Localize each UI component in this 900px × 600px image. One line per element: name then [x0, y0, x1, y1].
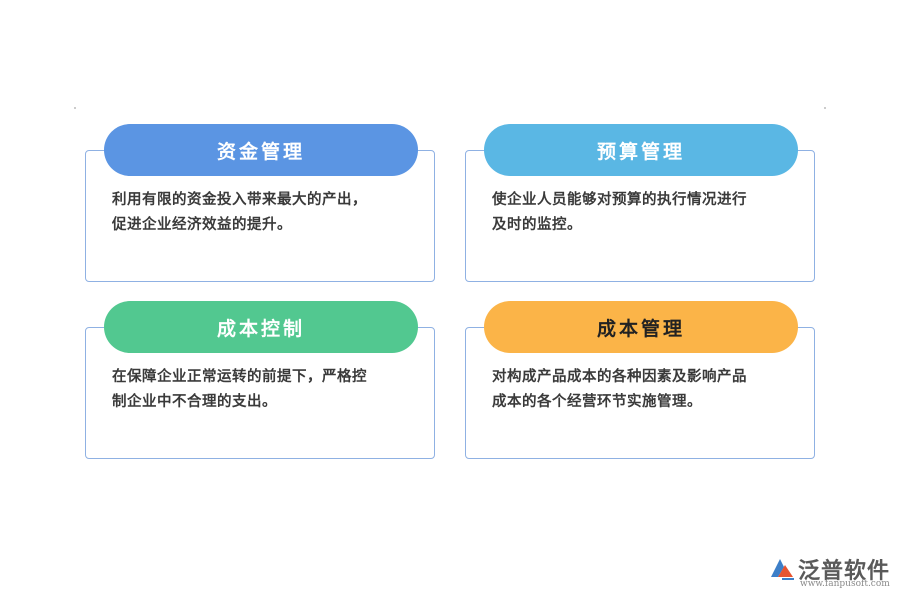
card-desc-cost-management: 对构成产品成本的各种因素及影响产品 成本的各个经营环节实施管理。: [492, 365, 792, 415]
desc-line: 成本的各个经营环节实施管理。: [492, 394, 702, 410]
card-desc-cost-control: 在保障企业正常运转的前提下，严格控 制企业中不合理的支出。: [112, 365, 412, 415]
card-title-cost-management: 成本管理: [484, 301, 798, 353]
desc-line: 制企业中不合理的支出。: [112, 394, 277, 410]
fanpu-logo-icon: [771, 559, 794, 580]
desc-line: 利用有限的资金投入带来最大的产出，: [112, 192, 367, 208]
card-desc-budget-management: 使企业人员能够对预算的执行情况进行 及时的监控。: [492, 188, 792, 238]
logo-url: www.fanpusoft.com: [800, 579, 890, 589]
card-title-budget-management: 预算管理: [484, 124, 798, 176]
card-title-cost-control: 成本控制: [104, 301, 418, 353]
fanpu-logo: 泛普软件 www.fanpusoft.com: [768, 553, 893, 593]
desc-line: 对构成产品成本的各种因素及影响产品: [492, 369, 747, 385]
desc-line: 及时的监控。: [492, 217, 582, 233]
logo-name: 泛普软件: [798, 559, 891, 584]
desc-line: 促进企业经济效益的提升。: [112, 217, 292, 233]
card-desc-fund-management: 利用有限的资金投入带来最大的产出， 促进企业经济效益的提升。: [112, 188, 412, 238]
desc-line: 在保障企业正常运转的前提下，严格控: [112, 369, 367, 385]
desc-line: 使企业人员能够对预算的执行情况进行: [492, 192, 747, 208]
corner-mark-right: [824, 107, 826, 109]
corner-mark-left: [74, 107, 76, 109]
card-title-fund-management: 资金管理: [104, 124, 418, 176]
